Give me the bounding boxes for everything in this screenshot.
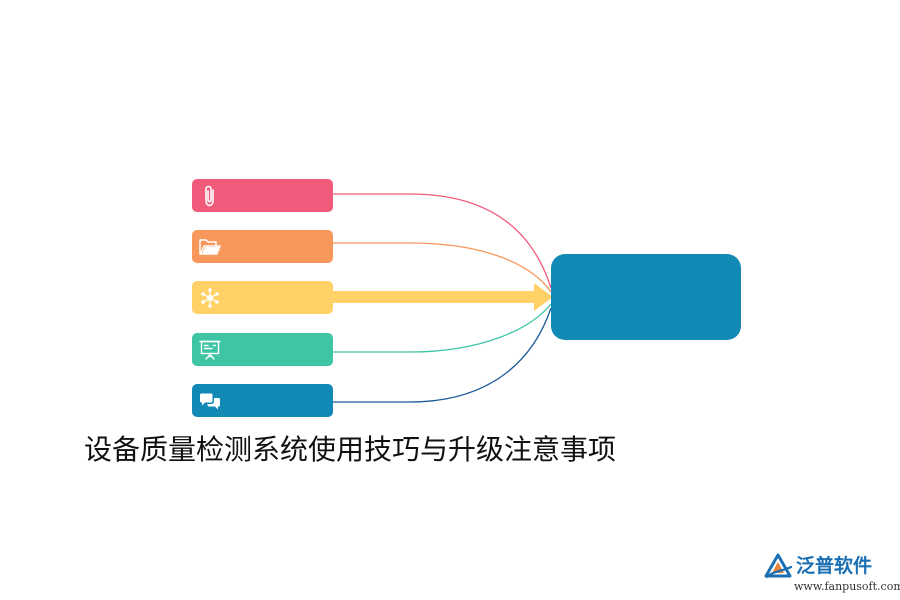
brand-logo[interactable]: 泛普软件 www.fanpusoft.com: [764, 551, 900, 595]
node-item-5: [192, 384, 333, 417]
node-item-2: [192, 230, 333, 263]
brand-name: 泛普软件: [796, 555, 873, 577]
node-item-1: [192, 179, 333, 212]
presentation-icon: [199, 340, 221, 360]
brand-logo-icon: [764, 553, 792, 579]
connector-line-5: [333, 307, 552, 403]
brand-url: www.fanpusoft.com: [794, 580, 900, 593]
paperclip-icon: [205, 185, 214, 207]
node-item-4: [192, 333, 333, 366]
connector-line-2: [333, 242, 552, 293]
arrow-head: [534, 283, 553, 311]
network-icon: [201, 288, 219, 308]
hub-node: [551, 254, 741, 340]
connector-line-1: [333, 193, 552, 289]
arrow-shaft: [333, 291, 536, 303]
node-item-3: [192, 281, 333, 314]
connector-line-4: [333, 303, 552, 353]
folder-icon: [199, 239, 221, 255]
chat-icon: [200, 393, 220, 410]
page-title: 设备质量检测系统使用技巧与升级注意事项: [84, 433, 617, 466]
